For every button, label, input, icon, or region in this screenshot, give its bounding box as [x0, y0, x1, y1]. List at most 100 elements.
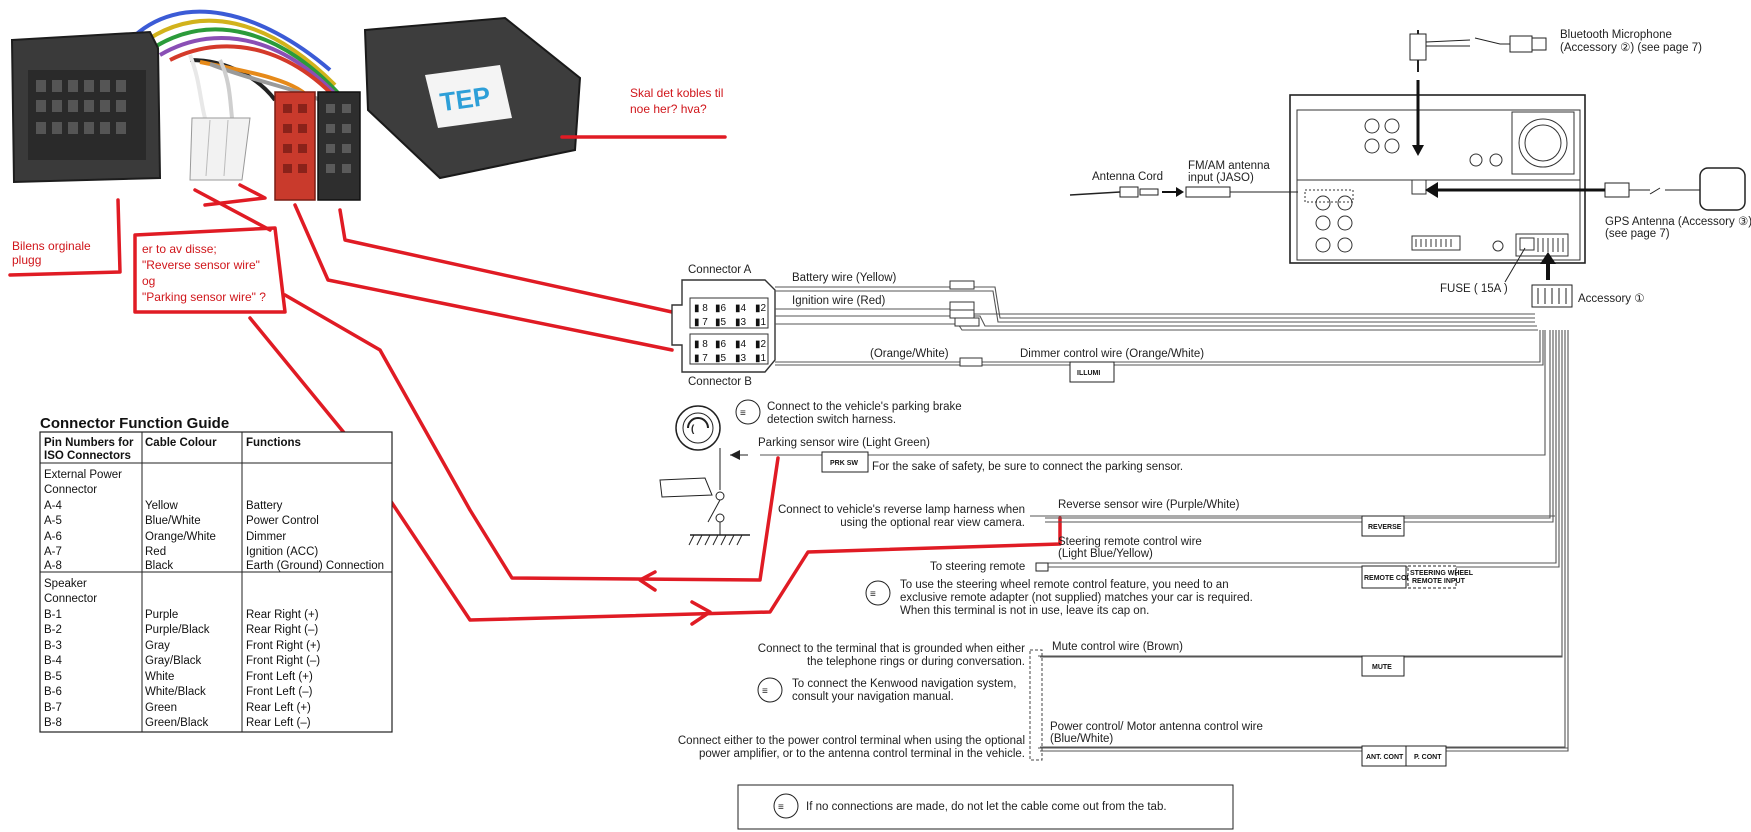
svg-text:B-3: B-3 — [44, 640, 62, 652]
svg-text:≡: ≡ — [870, 589, 876, 600]
illumi-box — [1069, 361, 1115, 383]
ignition-wire-label: Ignition wire (Red) — [792, 295, 885, 307]
p-cont-box — [1405, 745, 1447, 767]
pin-a-1: 1 — [761, 317, 767, 328]
reverse-box — [1361, 515, 1405, 537]
mute-note-line2: the telephone rings or during conversati… — [807, 656, 1025, 668]
svg-text:er to av disse;"Reverse sensor: er to av disse;"Reverse sensor wire"og"P… — [142, 242, 266, 304]
pin-b-1: 1 — [761, 353, 767, 364]
steering-note-line3: When this terminal is not in use, leave … — [900, 605, 1149, 617]
pin-a-4: 4 — [741, 303, 747, 314]
steering-input-box — [1407, 565, 1457, 589]
connector-a-label: Connector A — [688, 264, 752, 276]
table-row: B-3 Gray Front Right (+) — [44, 640, 321, 652]
kenwood-note-line2: consult your navigation manual. — [792, 691, 954, 703]
svg-text:▮1: ▮1 — [755, 353, 767, 364]
svg-text:▮3: ▮3 — [735, 353, 747, 364]
svg-text:≡: ≡ — [762, 686, 768, 697]
svg-text:Front Right (+): Front Right (+) — [246, 640, 321, 652]
gps-line2: (see page 7) — [1605, 228, 1670, 240]
svg-text:Ignition (ACC): Ignition (ACC) — [246, 546, 318, 558]
remote-cont-box — [1361, 565, 1407, 589]
parking-wire-label: Parking sensor wire (Light Green) — [758, 437, 930, 449]
gps-line1: GPS Antenna (Accessory ③) — [1605, 216, 1751, 228]
svg-text:▮6: ▮6 — [715, 303, 727, 314]
ant-cont-label: ANT. CONT — [1366, 754, 1404, 761]
group-speaker-line1: Speaker — [44, 578, 87, 590]
svg-text:Rear Right (–): Rear Right (–) — [246, 624, 318, 636]
bt-mic-line1: Bluetooth Microphone — [1560, 29, 1672, 41]
mute-box — [1361, 655, 1405, 677]
to-steering-label: To steering remote — [930, 561, 1025, 573]
note-left-line2: plugg — [12, 253, 41, 267]
black-iso-connector — [317, 91, 361, 201]
harness-wires — [128, 9, 352, 119]
svg-text:Green: Green — [145, 702, 177, 714]
svg-text:Green/Black: Green/Black — [145, 717, 209, 729]
power-wire-line2: (Blue/White) — [1050, 733, 1113, 745]
svg-text:Orange/White: Orange/White — [145, 531, 216, 543]
svg-text:B-5: B-5 — [44, 671, 62, 683]
pin-b-8: 8 — [702, 339, 708, 350]
svg-text:▮5: ▮5 — [715, 317, 727, 328]
gps-antenna — [1425, 167, 1746, 211]
note-mid-line4: "Parking sensor wire" ? — [142, 290, 266, 304]
svg-text:Battery: Battery — [246, 500, 283, 512]
head-unit — [1289, 94, 1586, 264]
note-icon: ≡ — [773, 793, 799, 819]
p-cont-label: P. CONT — [1414, 754, 1442, 761]
microphone-connector — [1409, 30, 1547, 156]
note-top-line2: noe her? hva? — [630, 102, 707, 116]
illumi-label: ILLUMI — [1077, 370, 1100, 377]
note-icon: ≡ — [865, 580, 891, 606]
svg-text:Black: Black — [145, 560, 173, 572]
svg-text:Earth (Ground) Connection: Earth (Ground) Connection — [246, 560, 384, 572]
prksw-label: PRK SW — [830, 460, 858, 467]
connector-b-label: Connector B — [688, 376, 752, 388]
steering-input-line1: STEERING WHEEL — [1410, 570, 1474, 577]
svg-text:Power Control: Power Control — [246, 515, 319, 527]
group-speaker-line2: Connector — [44, 593, 97, 605]
svg-text:▮2: ▮2 — [755, 303, 767, 314]
svg-text:≡: ≡ — [740, 408, 746, 419]
accessory-label: Accessory ① — [1578, 293, 1645, 305]
tab-note: If no connections are made, do not let t… — [806, 801, 1167, 813]
steering-wire-line1: Steering remote control wire — [1058, 536, 1202, 548]
reverse-note-line2: using the optional rear view camera. — [840, 517, 1025, 529]
svg-text:A-8: A-8 — [44, 560, 62, 572]
svg-text:Red: Red — [145, 546, 166, 558]
svg-text:Connect to the vehicle's parki: Connect to the vehicle's parking brakede… — [767, 401, 962, 426]
pin-a-8: 8 — [702, 303, 708, 314]
svg-text:▮ 8: ▮ 8 — [694, 339, 708, 350]
guide-header-functions: Functions — [246, 437, 301, 449]
brake-note-line1: Connect to the vehicle's parking brake — [767, 401, 962, 413]
mute-note-line1: Connect to the terminal that is grounded… — [758, 643, 1025, 655]
svg-text:A-6: A-6 — [44, 531, 62, 543]
pin-b-6: 6 — [721, 339, 727, 350]
steering-wire-line2: (Light Blue/Yellow) — [1058, 548, 1153, 560]
svg-text:Gray: Gray — [145, 640, 170, 652]
svg-text:▮ 8: ▮ 8 — [694, 303, 708, 314]
guide-header-pin-line1: Pin Numbers for — [44, 437, 134, 449]
harness-photo: TEP — [10, 9, 582, 201]
svg-text:Power control/ Motor antenna c: Power control/ Motor antenna control wir… — [1050, 721, 1263, 745]
steering-note-line2: exclusive remote adapter (not supplied) … — [900, 592, 1253, 604]
brake-note-line2: detection switch harness. — [767, 414, 896, 426]
function-guide: Connector Function Guide Pin Numbers for… — [39, 415, 393, 733]
pin-a-5: 5 — [721, 317, 727, 328]
svg-text:Dimmer: Dimmer — [246, 531, 286, 543]
svg-text:Rear Left (+): Rear Left (+) — [246, 702, 311, 714]
guide-title: Connector Function Guide — [40, 415, 229, 432]
note-left-line1: Bilens orginale — [12, 239, 91, 253]
table-row: A-6 Orange/White Dimmer — [44, 531, 286, 543]
bt-mic-line2: (Accessory ②) (see page 7) — [1560, 42, 1702, 54]
parking-brake-section: ( — [659, 405, 750, 546]
svg-text:Bluetooth Microphone(Accessor: Bluetooth Microphone(Accessory ②) (see p… — [1560, 29, 1702, 54]
